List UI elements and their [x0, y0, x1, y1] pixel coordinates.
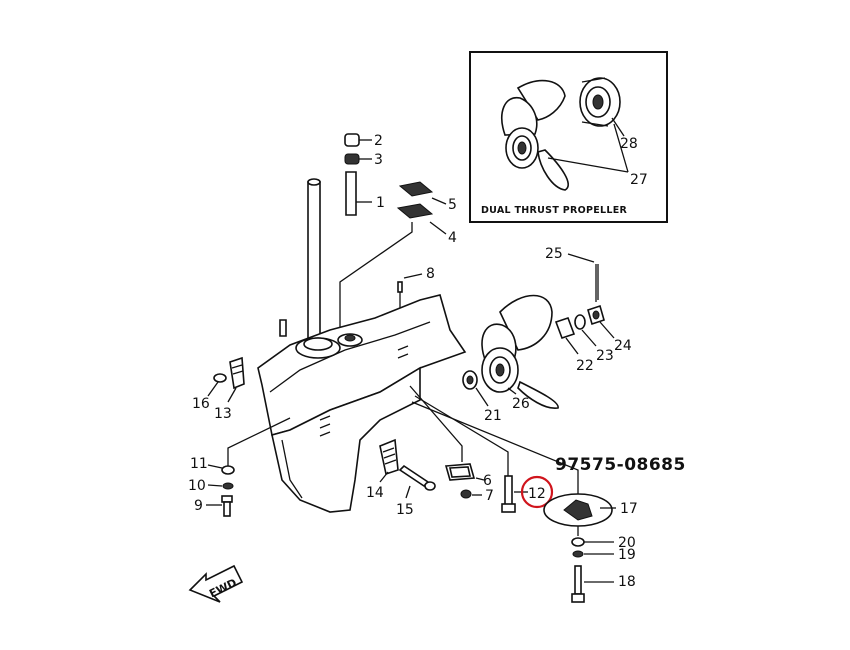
- callout-13: 13: [214, 406, 232, 422]
- callout-9: 9: [194, 498, 203, 514]
- driveshaft-group: 2 3 1 5 4 8: [307, 133, 457, 351]
- callout-18: 18: [618, 574, 636, 590]
- callout-16: 16: [192, 396, 210, 412]
- callout-26: 26: [512, 396, 530, 412]
- callout-21: 21: [484, 408, 502, 424]
- callout-10: 10: [188, 478, 206, 494]
- callout-23: 23: [596, 348, 614, 364]
- part-12: 12: [414, 395, 554, 513]
- callout-19: 19: [618, 547, 636, 563]
- callout-3: 3: [374, 152, 383, 168]
- callout-14: 14: [366, 485, 384, 501]
- callout-2: 2: [374, 133, 383, 149]
- part-17: 17: [411, 401, 638, 527]
- callout-20: 20: [618, 535, 636, 551]
- lower-unit-housing: [257, 294, 467, 513]
- inset-thrust-hub: [579, 77, 621, 127]
- callout-12: 12: [528, 486, 546, 502]
- parts-6-7: 6 7: [409, 385, 494, 504]
- inset-propeller: [501, 79, 569, 191]
- fwd-arrow: FWD: [188, 564, 244, 603]
- part-number-label: 97575-08685: [555, 455, 686, 475]
- callout-7: 7: [485, 488, 494, 504]
- inset-caption: DUAL THRUST PROPELLER: [481, 205, 628, 216]
- callout-12-highlight: [520, 475, 554, 509]
- propeller-group: 26 21 22 23 24 25: [462, 246, 632, 424]
- callout-15: 15: [396, 502, 414, 518]
- inset-panel: 28 27 DUAL THRUST PROPELLER: [469, 51, 668, 223]
- callout-1: 1: [376, 195, 385, 211]
- callout-17: 17: [620, 501, 638, 517]
- callout-11: 11: [190, 456, 208, 472]
- callout-5: 5: [448, 197, 457, 213]
- callout-27: 27: [630, 172, 648, 188]
- callout-6: 6: [483, 473, 492, 489]
- left-parts: 13 16 11 10 9: [188, 356, 291, 517]
- callout-28: 28: [620, 136, 638, 152]
- callout-24: 24: [614, 338, 632, 354]
- callout-25: 25: [545, 246, 563, 262]
- parts-14-15: 14 15: [366, 464, 436, 518]
- callout-22: 22: [576, 358, 594, 374]
- parts-18-20: 20 19 18: [571, 526, 636, 603]
- callout-4: 4: [448, 230, 457, 246]
- callout-8: 8: [426, 266, 435, 282]
